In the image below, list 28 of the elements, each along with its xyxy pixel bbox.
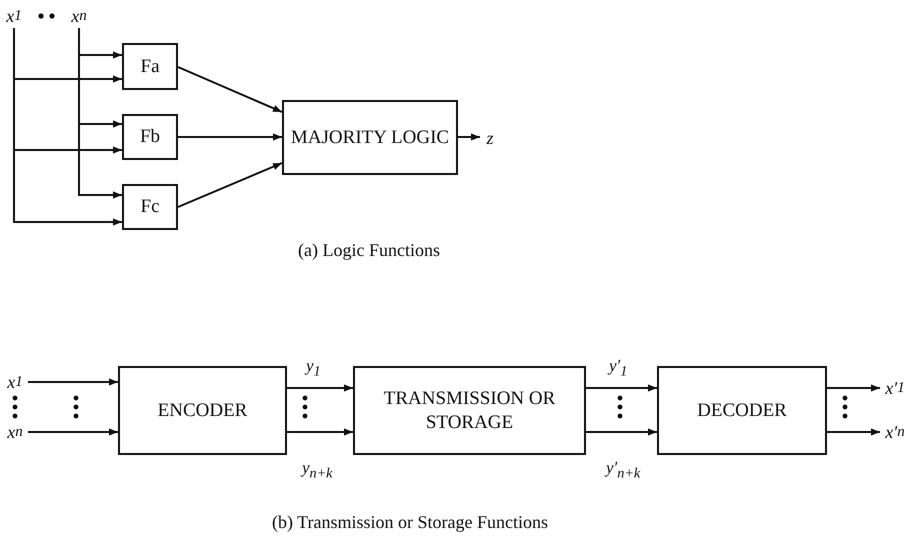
arrow [586, 428, 657, 436]
arrow [827, 384, 880, 392]
arrow [178, 133, 282, 141]
arrow [458, 133, 480, 141]
edge-label: y′$_{1}$ [609, 356, 628, 380]
process-box: Fb [122, 114, 178, 160]
arrow [586, 384, 657, 392]
arrow [13, 28, 122, 226]
arrow [287, 428, 353, 436]
process-box: Fa [122, 43, 178, 90]
edge-label: y$_{n+k}$ [302, 458, 332, 482]
process-box: MAJORITY LOGIC [282, 100, 458, 175]
arrow [78, 28, 122, 199]
edge-label: y′$_{n+k}$ [606, 458, 640, 482]
process-box: TRANSMISSION OR STORAGE [353, 366, 586, 455]
arrow [28, 378, 118, 386]
figure-caption: (a) Logic Functions [298, 240, 440, 261]
variable-label: z [480, 126, 500, 150]
arrow [28, 428, 118, 436]
figure-caption: (b) Transmission or Storage Functions [272, 512, 548, 533]
arrow [827, 428, 880, 436]
process-box: DECODER [657, 366, 827, 455]
process-box: ENCODER [118, 366, 287, 455]
process-box: Fc [122, 184, 178, 230]
arrow [178, 66, 282, 113]
arrow [287, 384, 353, 392]
arrow [178, 162, 282, 208]
edge-label: y$_{1}$ [306, 356, 321, 380]
